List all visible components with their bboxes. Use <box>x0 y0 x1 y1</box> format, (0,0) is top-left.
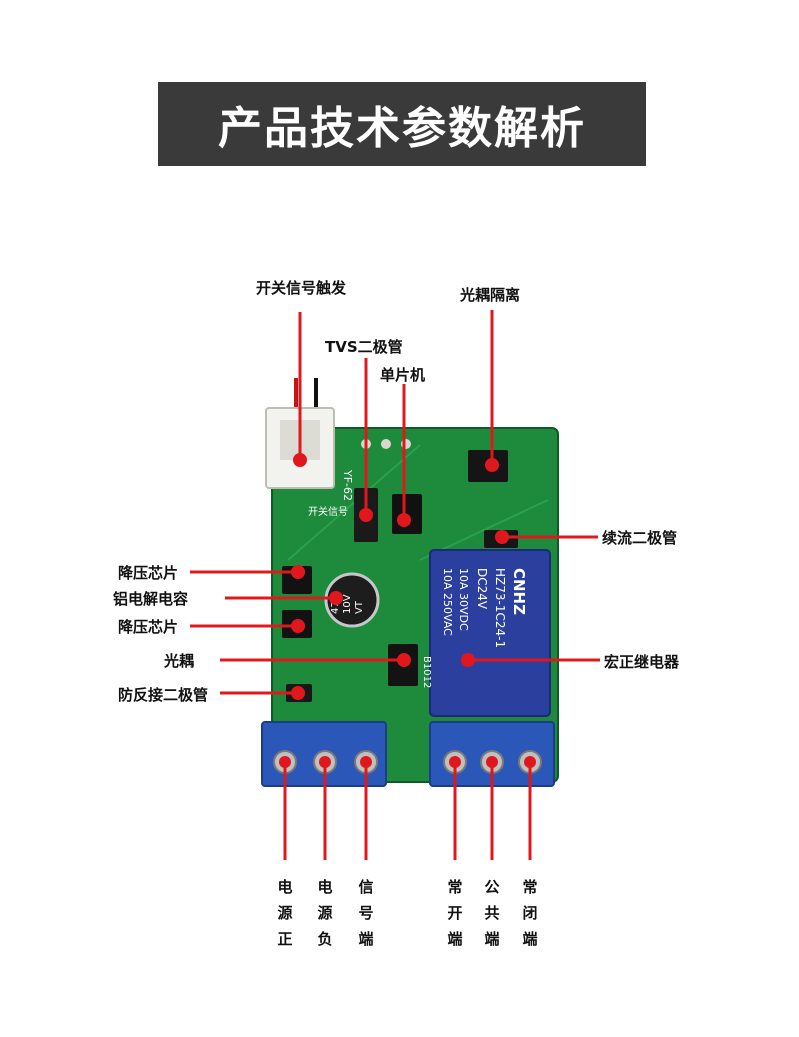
callout-dot <box>291 565 305 579</box>
terminal-label-power-positive: 电 源 正 <box>275 874 295 952</box>
terminal-char: 公 <box>484 878 500 896</box>
terminal-char: 闭 <box>522 904 538 922</box>
callout-dot <box>495 530 509 544</box>
label-flyback-diode: 续流二极管 <box>602 529 678 547</box>
title-bar: 产品技术参数解析 <box>158 82 646 166</box>
callout-dot <box>291 619 305 633</box>
label-optocoupler-isolation: 光耦隔离 <box>460 286 521 304</box>
terminal-char: 源 <box>317 904 333 922</box>
terminal-char: 源 <box>277 904 293 922</box>
callout-dot <box>397 513 411 527</box>
terminal-label-signal: 信 号 端 <box>356 874 376 952</box>
label-switch-trigger: 开关信号触发 <box>256 279 347 297</box>
label-tvs-diode: TVS二极管 <box>325 338 403 356</box>
aluminum-capacitor <box>324 572 380 628</box>
pin-hole <box>381 439 391 449</box>
terminal-char: 电 <box>277 878 293 896</box>
terminal-label-common: 公 共 端 <box>482 874 502 952</box>
terminal-char: 开 <box>447 904 463 922</box>
terminal-char: 负 <box>317 930 333 948</box>
cap-mark: VT <box>354 600 365 614</box>
label-aluminum-cap: 铝电解电容 <box>113 590 189 608</box>
terminal-char: 常 <box>522 878 538 896</box>
connector-caption: 开关信号 <box>308 505 348 518</box>
terminal-char: 常 <box>447 878 463 896</box>
callout-dot <box>524 756 536 768</box>
callout-dot <box>449 756 461 768</box>
callout-dot <box>329 591 343 605</box>
callout-dot <box>291 686 305 700</box>
relay-brand: CNHZ <box>510 568 528 615</box>
terminal-char: 共 <box>484 904 500 922</box>
relay-rating-2: 10A 250VAC <box>441 568 454 636</box>
label-reverse-diode: 防反接二极管 <box>118 686 209 704</box>
callout-dot <box>359 508 373 522</box>
terminal-char: 端 <box>522 930 538 948</box>
relay-coil: DC24V <box>475 568 489 610</box>
relay-model: HZ73-1C24-1 <box>493 568 507 648</box>
connector-mark: YF-62 <box>341 469 354 501</box>
label-buck-chip-1: 降压芯片 <box>118 564 179 582</box>
cap-voltage: 10V <box>342 594 353 614</box>
page-title: 产品技术参数解析 <box>218 103 586 154</box>
label-optocoupler: 光耦 <box>164 652 195 670</box>
label-buck-chip-2: 降压芯片 <box>118 618 179 636</box>
callout-dot <box>279 756 291 768</box>
terminal-char: 端 <box>358 930 374 948</box>
terminal-char: 信 <box>358 878 374 896</box>
callout-dot <box>461 653 475 667</box>
terminal-char: 端 <box>447 930 463 948</box>
relay-print: CNHZ HZ73-1C24-1 DC24V 10A 30VDC 10A 250… <box>421 568 528 688</box>
callout-dot <box>293 453 307 467</box>
callout-dot <box>397 653 411 667</box>
terminal-label-normally-closed: 常 闭 端 <box>520 874 540 952</box>
label-mcu: 单片机 <box>380 366 426 384</box>
terminal-char: 电 <box>317 878 333 896</box>
callout-dot <box>485 458 499 472</box>
terminal-label-normally-open: 常 开 端 <box>445 874 465 952</box>
terminal-label-power-negative: 电 源 负 <box>315 874 335 952</box>
relay-rating-1: 10A 30VDC <box>457 568 470 631</box>
callout-dot <box>486 756 498 768</box>
terminal-char: 号 <box>358 904 374 922</box>
terminal-char: 端 <box>484 930 500 948</box>
relay-code: B1012 <box>421 656 432 688</box>
terminal-char: 正 <box>277 930 293 948</box>
callout-dot <box>319 756 331 768</box>
relay-body <box>429 549 551 717</box>
label-relay: 宏正继电器 <box>604 653 680 671</box>
callout-dot <box>360 756 372 768</box>
